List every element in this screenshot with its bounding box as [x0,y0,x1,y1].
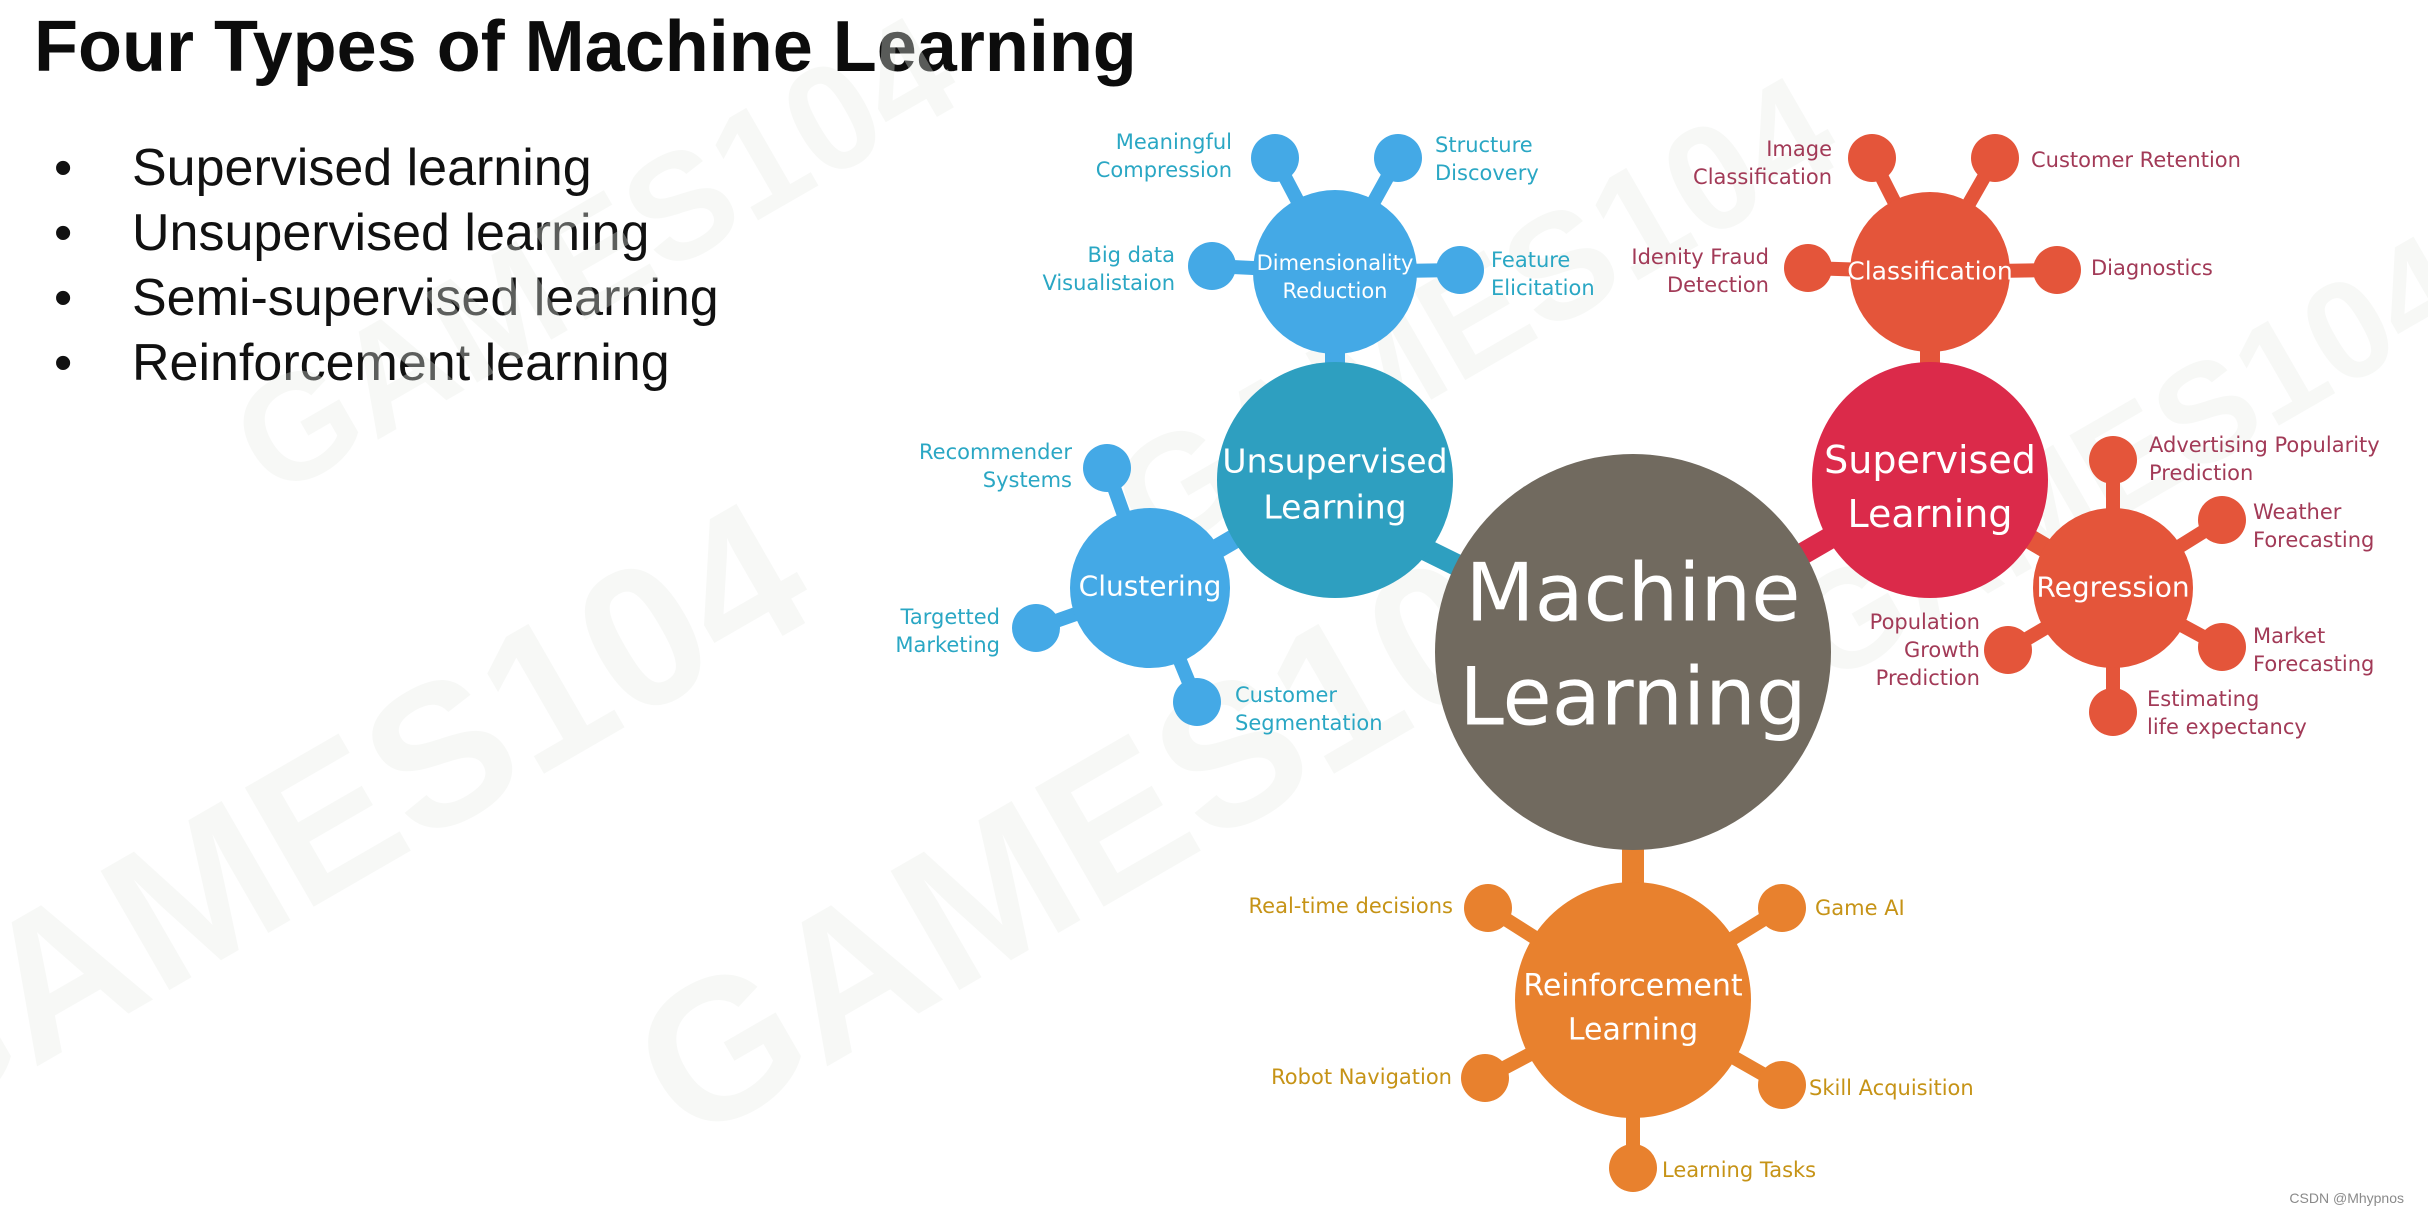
leaf-robot-navigation: Robot Navigation [1271,1065,1452,1089]
dimensionality-leaf-knob [1436,246,1484,294]
bullet-text: Semi-supervised learning [132,269,719,327]
dimensionality-node [1253,190,1417,354]
reinforcement-node [1515,882,1751,1118]
leaf-real-time-decisions: Real-time decisions [1249,894,1453,918]
dimensionality-leaf-knob [1251,134,1299,182]
bullet-dot: • [54,204,73,262]
regression-leaf-knob [2089,688,2137,736]
reinforcement-leaf-knob [1758,1061,1806,1109]
bullet-item: • Semi-supervised learning [50,266,719,331]
bullet-text: Supervised learning [132,139,592,197]
bullet-item: • Reinforcement learning [50,331,719,396]
regression-node [2033,508,2193,668]
classification-leaf-knob [1848,134,1896,182]
leaf-skill-acquisition: Skill Acquisition [1809,1076,1974,1100]
clustering-node [1070,508,1230,668]
classification-leaf-knob [2033,246,2081,294]
bullet-dot: • [54,139,73,197]
node-layer [1012,134,2246,1192]
leaf-game-ai: Game AI [1815,896,1905,920]
clustering-label: Clustering [1079,570,1222,603]
classification-node [1850,192,2010,352]
credit-text: CSDN @Mhypnos [2289,1190,2404,1206]
page-title: Four Types of Machine Learning [34,7,1137,87]
dimensionality-leaf-knob [1188,242,1236,290]
reinforcement-leaf-knob [1609,1144,1657,1192]
leaf-learning-tasks: Learning Tasks [1662,1158,1816,1182]
bullet-dot: • [54,269,73,327]
leaf-customer-retention: Customer Retention [2031,148,2241,172]
reinforcement-leaf-knob [1758,884,1806,932]
supervised-node [1812,362,2048,598]
regression-leaf-knob [2089,436,2137,484]
regression-leaf-knob [2198,496,2246,544]
clustering-leaf-knob [1083,444,1131,492]
clustering-leaf-knob [1012,604,1060,652]
dimensionality-leaf-knob [1374,134,1422,182]
bullet-item: • Supervised learning [50,136,719,201]
bullet-text: Unsupervised learning [132,204,650,262]
bullet-item: • Unsupervised learning [50,201,719,266]
reinforcement-leaf-knob [1461,1054,1509,1102]
regression-leaf-knob [2198,623,2246,671]
classification-label: Classification [1847,257,2012,286]
machine-learning-node [1435,454,1831,850]
watermark-text: GAMES104 [205,0,982,528]
clustering-leaf-knob [1173,678,1221,726]
leaf-diagnostics: Diagnostics [2091,256,2213,280]
unsupervised-node [1217,362,1453,598]
classification-leaf-knob [1784,244,1832,292]
classification-leaf-knob [1971,134,2019,182]
regression-leaf-knob [1984,626,2032,674]
reinforcement-leaf-knob [1464,884,1512,932]
bullet-dot: • [54,334,73,392]
bullet-text: Reinforcement learning [132,334,670,392]
bullet-list: • Supervised learning • Unsupervised learn… [50,136,719,396]
regression-label: Regression [2036,571,2189,604]
